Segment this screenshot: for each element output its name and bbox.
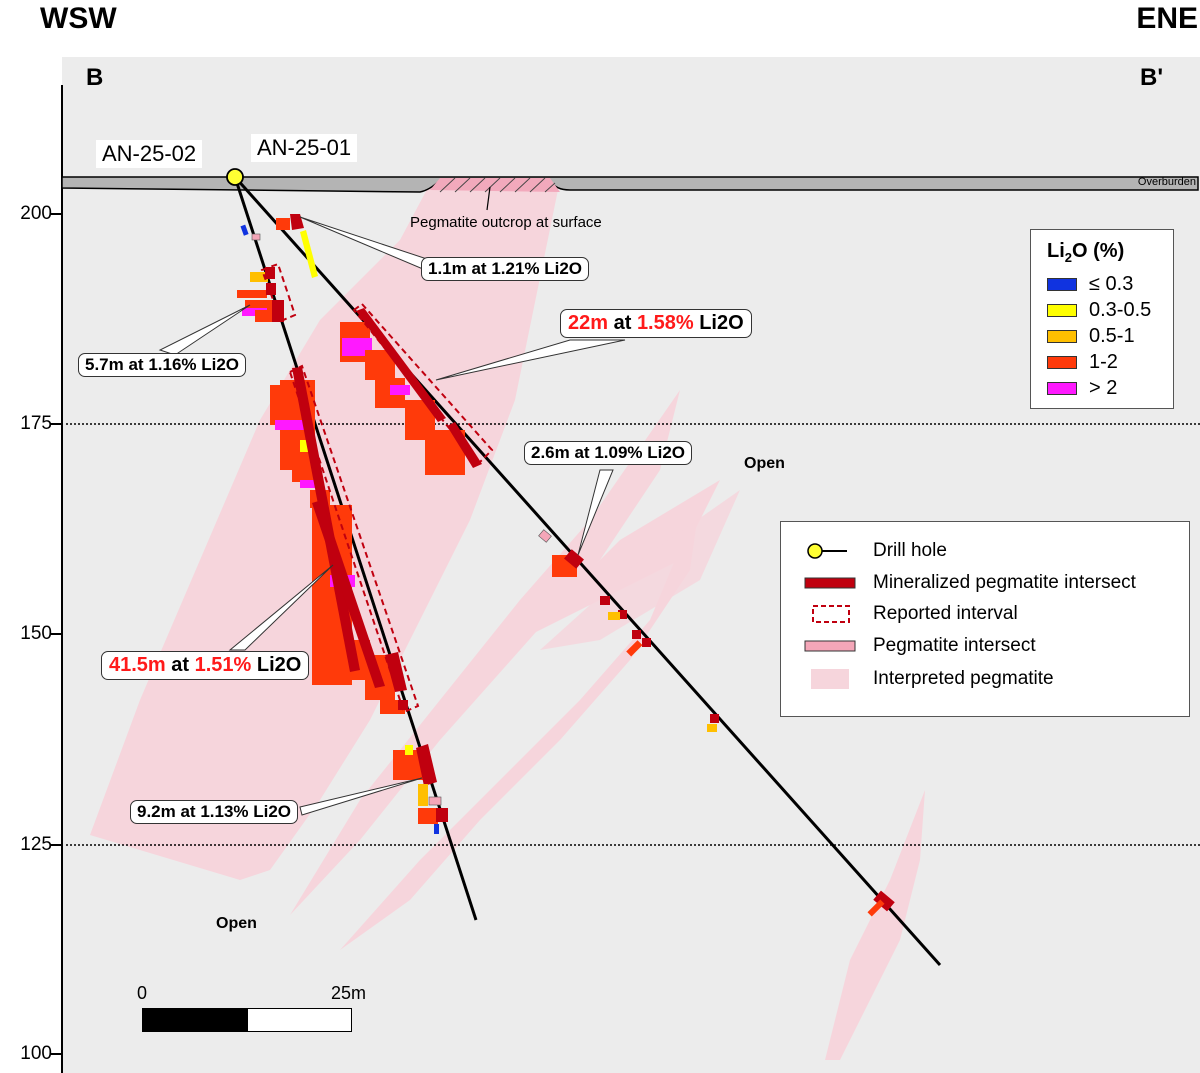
swatch-icon (1047, 329, 1077, 343)
drill-collar (226, 168, 244, 186)
grade-legend-title: Li2O (%) (1047, 240, 1125, 265)
grade-legend-item: > 2 (1047, 376, 1117, 400)
drill-hole-icon (803, 541, 859, 561)
outcrop-label: Pegmatite outcrop at surface (410, 214, 602, 231)
grade-legend-item: 0.5-1 (1047, 324, 1135, 348)
interval-callout-2: 22m at 1.58% Li2O (560, 309, 752, 338)
interval-callout-5: 41.5m at 1.51% Li2O (101, 651, 310, 680)
interval-callout-3: 5.7m at 1.16% Li2O (78, 353, 247, 377)
section-start-label: B (86, 64, 104, 91)
legend-pegmatite-intersect: Pegmatite intersect (803, 631, 1036, 661)
scale-end-label: 25m (331, 983, 367, 1003)
hole-label-an-25-02: AN-25-02 (96, 140, 203, 168)
y-tick-150: 150 (20, 623, 52, 644)
legend-mineralized: Mineralized pegmatite intersect (803, 568, 1136, 598)
interval-callout-4: 2.6m at 1.09% Li2O (524, 441, 693, 465)
direction-west-label: WSW (40, 2, 117, 35)
scale-bar (142, 1008, 352, 1032)
y-tick-125: 125 (20, 834, 52, 855)
grade-legend-item: 0.3-0.5 (1047, 298, 1151, 322)
y-tick-200: 200 (20, 203, 52, 224)
grade-legend-item: ≤ 0.3 (1047, 272, 1133, 296)
elevation-gridlines (66, 423, 1200, 846)
legend-reported-interval: Reported interval (803, 599, 1018, 629)
hole-label-an-25-01: AN-25-01 (251, 134, 358, 162)
overburden-label: Overburden (1137, 176, 1196, 188)
y-axis (50, 85, 63, 1073)
interval-callout-1: 1.1m at 1.21% Li2O (421, 257, 590, 281)
open-label-west: Open (216, 915, 257, 932)
legend-interpreted: Interpreted pegmatite (803, 664, 1054, 694)
grade-bars-an-25-02 (237, 224, 448, 834)
swatch-icon (1047, 355, 1077, 369)
grade-legend: Li2O (%) ≤ 0.3 0.3-0.5 0.5-1 1-2 > 2 (1030, 229, 1174, 409)
swatch-icon (1047, 277, 1077, 291)
y-tick-100: 100 (20, 1043, 52, 1064)
swatch-icon (1047, 303, 1077, 317)
grade-bars-an-25-01 (276, 214, 895, 917)
interval-callout-6: 9.2m at 1.13% Li2O (130, 800, 299, 824)
open-label-east: Open (744, 455, 785, 472)
reported-intervals (260, 262, 494, 714)
scale-start-label: 0 (137, 983, 148, 1003)
swatch-icon (1047, 381, 1077, 395)
callout-leaders (158, 216, 626, 816)
symbol-legend: Drill hole Mineralized pegmatite interse… (780, 521, 1190, 717)
pegmatite-intersect-icon (803, 636, 859, 656)
interpreted-pegmatite-icon (803, 669, 859, 689)
reported-interval-icon (803, 604, 859, 624)
y-tick-175: 175 (20, 413, 52, 434)
direction-east-label: ENE (1136, 2, 1198, 35)
legend-drill-hole: Drill hole (803, 536, 947, 566)
mineralized-intersect-icon (803, 573, 859, 593)
section-end-label: B' (1140, 64, 1164, 91)
grade-legend-item: 1-2 (1047, 350, 1118, 374)
outcrop-hatch (439, 177, 556, 193)
